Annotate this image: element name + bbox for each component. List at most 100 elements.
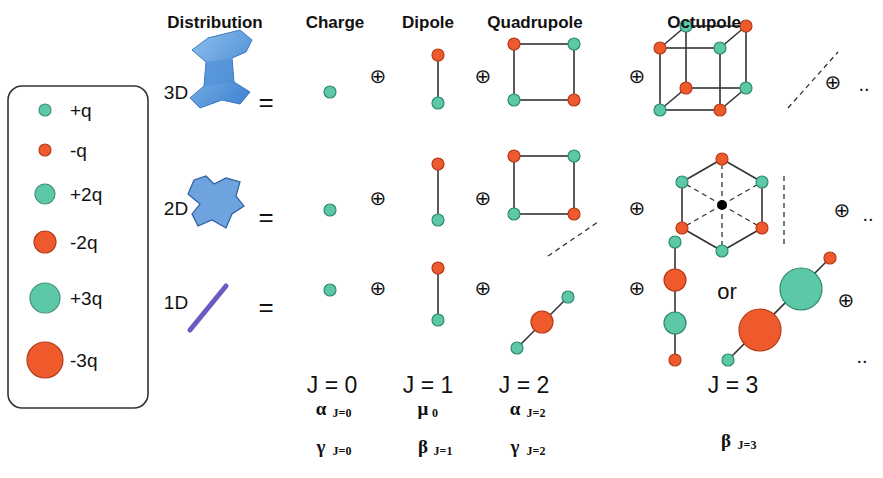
order-label: J = 1 bbox=[403, 374, 454, 397]
hexagon-spoke bbox=[721, 159, 722, 205]
3d-distribution-shape bbox=[190, 30, 252, 108]
triple-negative-charge bbox=[739, 309, 781, 351]
positive-charge bbox=[432, 97, 444, 109]
direct-sum-symbol: ⊕ bbox=[834, 200, 851, 220]
legend-entry: -2q bbox=[0, 217, 150, 267]
hexagon-spoke bbox=[682, 205, 722, 228]
tensor-symbol: β bbox=[721, 431, 731, 450]
direct-sum-symbol: ⊕ bbox=[629, 66, 646, 86]
positive-charge bbox=[740, 82, 752, 94]
positive-charge bbox=[722, 354, 734, 366]
subscript-label: J=0 bbox=[333, 407, 352, 419]
tensor-symbol: γ bbox=[511, 437, 520, 456]
subscript-label: J=2 bbox=[527, 445, 546, 457]
dipole-bond bbox=[437, 55, 439, 103]
negative-charge bbox=[508, 150, 520, 162]
positive-charge bbox=[508, 94, 520, 106]
triple-positive-charge bbox=[780, 268, 822, 310]
negative-charge bbox=[508, 38, 520, 50]
legend-swatch-holder bbox=[0, 217, 70, 267]
negative-charge bbox=[756, 222, 768, 234]
hexagon-spoke bbox=[722, 182, 762, 205]
direct-sum-symbol: ⊕ bbox=[825, 72, 842, 92]
octupole-1d-diagonal bbox=[722, 252, 836, 366]
charge-swatch bbox=[35, 184, 55, 204]
legend-swatch-holder bbox=[0, 125, 70, 175]
double-negative-charge bbox=[664, 269, 686, 291]
legend-frame bbox=[8, 86, 148, 408]
legend-text: -2q bbox=[70, 233, 97, 252]
point-charge bbox=[324, 204, 336, 216]
column-heading: Charge bbox=[306, 14, 365, 31]
negative-charge bbox=[432, 158, 444, 170]
charge-swatch bbox=[30, 283, 60, 313]
ellipsis: .. bbox=[858, 74, 869, 94]
subscript-label: J=3 bbox=[738, 439, 757, 451]
direct-sum-symbol: ⊕ bbox=[475, 66, 492, 86]
direct-sum-symbol: ⊕ bbox=[370, 188, 387, 208]
negative-charge bbox=[676, 222, 688, 234]
point-charge bbox=[324, 86, 336, 98]
direct-sum-symbol: ⊕ bbox=[475, 188, 492, 208]
hexagon-spoke bbox=[722, 205, 762, 228]
negative-charge bbox=[716, 153, 728, 165]
positive-charge bbox=[432, 214, 444, 226]
dashed-separator bbox=[783, 176, 784, 244]
positive-charge bbox=[432, 314, 444, 326]
positive-charge bbox=[511, 342, 523, 354]
positive-charge bbox=[714, 42, 726, 54]
octupole-cube bbox=[654, 20, 838, 116]
row-label: 2D bbox=[164, 199, 188, 218]
quadrupole-axis bbox=[517, 297, 568, 348]
legend-text: +2q bbox=[70, 185, 102, 204]
cube-back-face bbox=[686, 26, 746, 88]
dipole-3d bbox=[432, 49, 444, 109]
positive-charge bbox=[508, 208, 520, 220]
negative-charge bbox=[568, 208, 580, 220]
hexagon-outline bbox=[682, 159, 762, 251]
quadrupole-3d bbox=[508, 38, 580, 106]
direct-sum-symbol: ⊕ bbox=[629, 278, 646, 298]
quadrupole-square bbox=[514, 156, 574, 214]
direct-sum-symbol: ⊕ bbox=[475, 278, 492, 298]
point-charge bbox=[324, 284, 336, 296]
tensor-symbol: α bbox=[316, 399, 327, 418]
2d-distribution-shape bbox=[188, 176, 244, 228]
legend-entry: -3q bbox=[0, 335, 150, 385]
subscript-label: J=0 bbox=[333, 445, 352, 457]
legend-text: -q bbox=[70, 141, 87, 160]
direct-sum-symbol: ⊕ bbox=[370, 278, 387, 298]
legend-entry: -q bbox=[0, 125, 150, 175]
octupole-1d-linear bbox=[664, 236, 686, 366]
hexagon-spoke bbox=[721, 205, 722, 251]
direct-sum-symbol: ⊕ bbox=[370, 66, 387, 86]
column-heading: Quadrupole bbox=[487, 14, 582, 31]
tensor-symbol: μ bbox=[418, 399, 429, 418]
legend-swatch-holder bbox=[0, 335, 70, 385]
tensor-symbol: α bbox=[510, 399, 521, 418]
order-label: J = 2 bbox=[499, 374, 550, 397]
charge-swatch bbox=[27, 342, 63, 378]
tensor-symbol: γ bbox=[317, 437, 326, 456]
octupole-axis bbox=[674, 242, 676, 360]
negative-charge bbox=[432, 49, 444, 61]
dipole-2d bbox=[432, 158, 444, 226]
negative-charge bbox=[824, 252, 836, 264]
legend-swatch-holder bbox=[0, 273, 70, 323]
charge-swatch bbox=[39, 144, 51, 156]
quadrupole-1d bbox=[511, 291, 574, 354]
double-negative-charge bbox=[531, 311, 553, 333]
positive-charge bbox=[669, 236, 681, 248]
negative-charge bbox=[680, 82, 692, 94]
positive-charge bbox=[676, 176, 688, 188]
positive-charge bbox=[562, 291, 574, 303]
tensor-symbol: β bbox=[418, 437, 428, 456]
ellipsis: .. bbox=[862, 204, 873, 224]
hexagon-spoke bbox=[682, 182, 722, 205]
subscript-label: J=2 bbox=[527, 407, 546, 419]
order-label: J = 3 bbox=[708, 374, 759, 397]
legend-entry: +3q bbox=[0, 273, 150, 323]
